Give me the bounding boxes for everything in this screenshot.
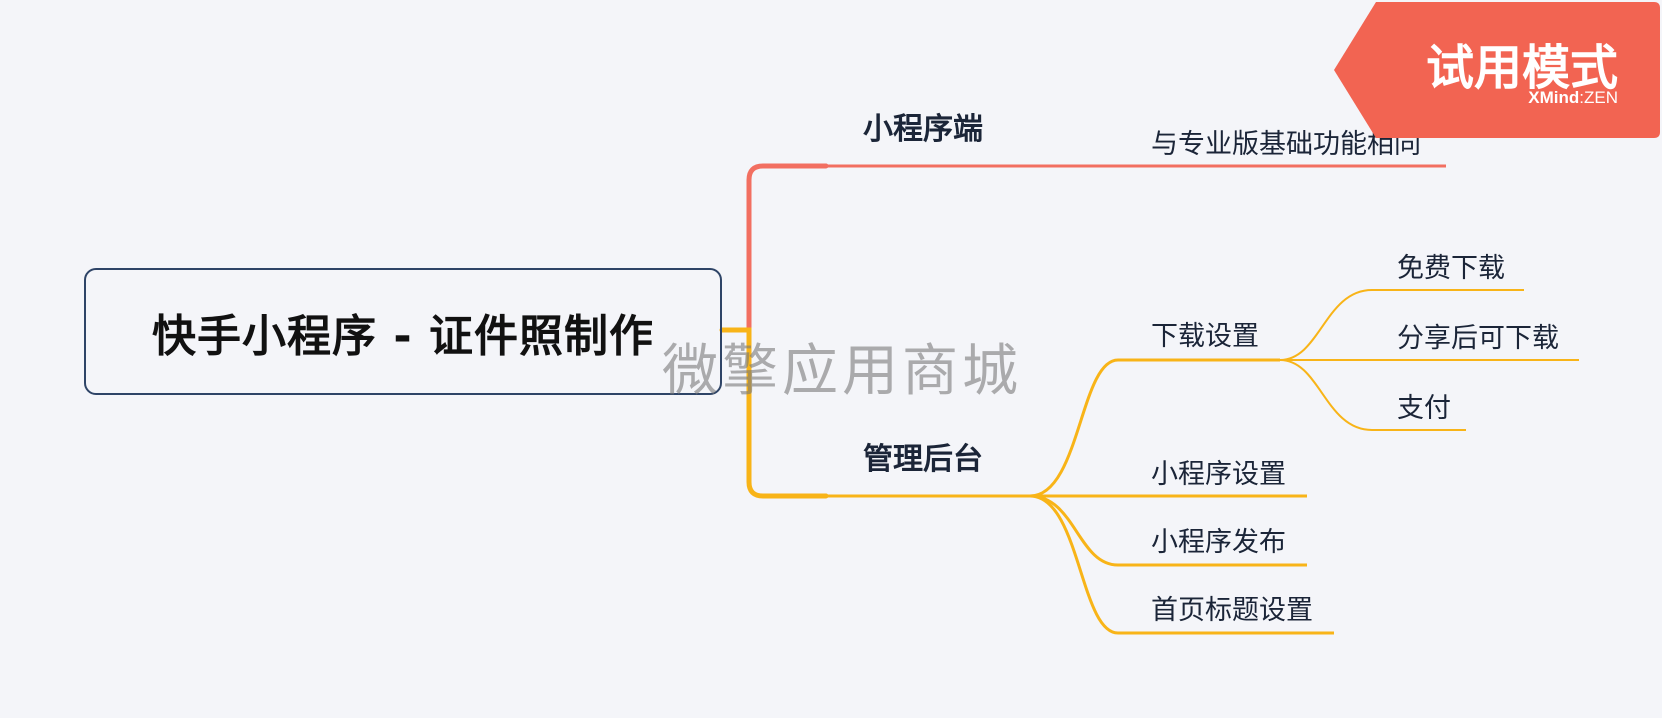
- connector-root-client: [746, 163, 829, 333]
- topic-client[interactable]: 小程序端: [863, 112, 983, 147]
- connector-admin-download: [1029, 358, 1280, 498]
- badge-title: 试用模式: [1425, 40, 1618, 96]
- root-topic-label: 快手小程序 - 证件照制作: [152, 310, 654, 362]
- topic-share-to-download[interactable]: 分享后可下载: [1397, 323, 1559, 354]
- badge-brand-main: XMind: [1528, 88, 1580, 107]
- connector-download-pay: [1279, 359, 1466, 431]
- topic-admin[interactable]: 管理后台: [863, 442, 983, 477]
- connector-root-admin: [719, 327, 829, 499]
- badge-shape: [1334, 2, 1660, 138]
- trial-mode-badge[interactable]: 试用模式 XMind:ZEN: [1334, 0, 1662, 140]
- topic-free-download[interactable]: 免费下载: [1397, 253, 1505, 284]
- topic-download-settings[interactable]: 下载设置: [1151, 321, 1259, 352]
- connector-download-free: [1279, 289, 1524, 361]
- topic-miniprogram-settings[interactable]: 小程序设置: [1151, 459, 1286, 490]
- badge-brand-sep: :: [1579, 88, 1584, 107]
- badge-brand-suffix: ZEN: [1584, 88, 1618, 107]
- topic-home-title-settings[interactable]: 首页标题设置: [1151, 595, 1313, 626]
- topic-payment[interactable]: 支付: [1397, 393, 1451, 424]
- root-topic[interactable]: 快手小程序 - 证件照制作: [84, 268, 722, 395]
- connector-admin-hometitle: [1029, 494, 1334, 635]
- watermark-text: 微擎应用商城: [662, 339, 1022, 404]
- badge-brand: XMind:ZEN: [1528, 88, 1618, 108]
- topic-miniprogram-publish[interactable]: 小程序发布: [1151, 527, 1286, 558]
